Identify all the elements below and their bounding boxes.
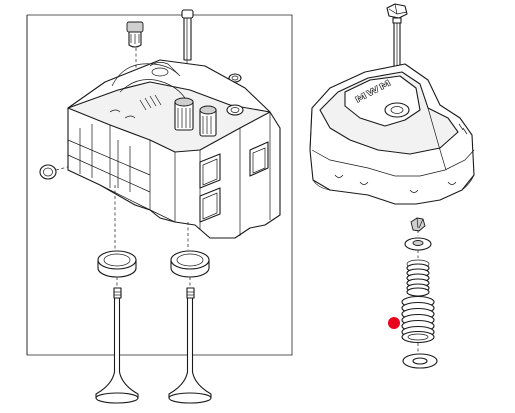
cover-bolt[interactable]	[386, 3, 408, 74]
outer-valve-spring[interactable]	[401, 295, 435, 344]
valve-seat-ring-left[interactable]	[97, 250, 137, 278]
o-ring-plug-side[interactable]	[39, 164, 57, 180]
inner-valve-spring[interactable]	[406, 259, 430, 297]
cylinder-head[interactable]	[67, 59, 281, 239]
intake-valve[interactable]	[95, 287, 139, 404]
valve-seat-ring-right[interactable]	[170, 250, 210, 278]
o-ring-plug-top[interactable]	[228, 73, 242, 83]
exhaust-valve[interactable]	[168, 287, 212, 404]
spring-retainer[interactable]	[404, 237, 432, 251]
hotspot-marker[interactable]	[388, 317, 400, 329]
valve-guide[interactable]	[181, 9, 194, 61]
valve-keepers[interactable]	[410, 217, 426, 232]
valve-cover[interactable]: MWM	[309, 63, 475, 205]
spring-seat-washer[interactable]	[402, 353, 438, 369]
valve-stem-seal[interactable]	[126, 21, 144, 48]
assembly-frame	[26, 14, 293, 356]
